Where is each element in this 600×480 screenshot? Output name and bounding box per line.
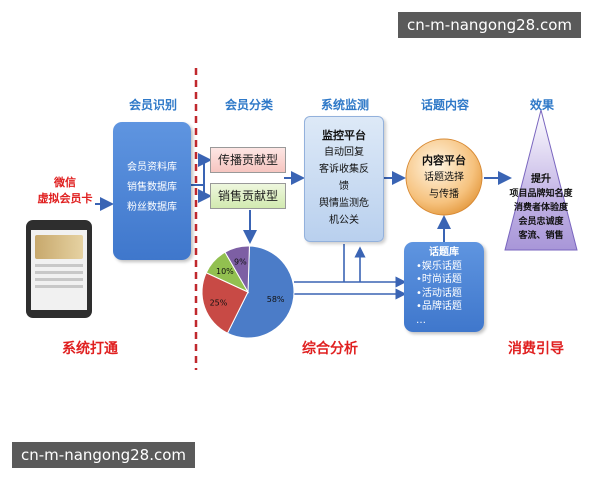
effect-line-4: 客流、销售 — [518, 231, 564, 241]
header-member-classify: 会员分类 — [224, 98, 273, 112]
screen-row — [35, 271, 83, 274]
content-platform-circle — [405, 138, 483, 216]
section-analysis: 综合分析 — [302, 341, 358, 357]
header-topic-content: 话题内容 — [420, 98, 469, 112]
content-platform-line-2: 与传播 — [429, 189, 459, 200]
sales-db: 销售数据库 — [127, 182, 177, 193]
content-platform-title: 内容平台 — [422, 154, 466, 167]
sales-contribution-tag: 销售贡献型 — [210, 183, 286, 209]
monitor-platform-box: 监控平台 自动回复 客诉收集反 馈 舆情监测危 机公关 — [304, 116, 384, 242]
content-platform: 内容平台 话题选择 与传播 — [406, 152, 482, 203]
member-profile-db: 会员资料库 — [127, 162, 177, 173]
effect-line-2: 消费者体验度 — [513, 203, 568, 213]
topic-library-box: 话题库 •娱乐话题 •时尚话题 •活动话题 •品牌话题 … — [404, 242, 484, 332]
effect-line-1: 项目品牌知名度 — [509, 189, 573, 199]
spread-contribution-tag: 传播贡献型 — [210, 147, 286, 173]
screen-row — [35, 264, 83, 267]
content-platform-line-1: 话题选择 — [424, 172, 464, 183]
screen-row — [35, 278, 83, 281]
member-database-box: 会员资料库 销售数据库 粉丝数据库 — [113, 122, 191, 260]
section-system-connect: 系统打通 — [62, 341, 118, 357]
section-consumer-guide: 消费引导 — [508, 341, 564, 357]
pie-slice — [224, 245, 250, 294]
header-member-identify: 会员识别 — [128, 98, 177, 112]
watermark-top: cn-m-nangong28.com — [398, 12, 582, 38]
topic-entertainment: •娱乐话题 — [416, 260, 462, 272]
wechat-card-label: 微信 虚拟会员卡 — [32, 175, 98, 207]
topic-activity: •活动话题 — [416, 287, 462, 299]
topic-library-title: 话题库 — [429, 247, 459, 258]
header-effect: 效果 — [529, 98, 554, 112]
monitor-line-5: 机公关 — [329, 215, 359, 226]
header-system-monitor: 系统监测 — [320, 98, 369, 112]
monitor-line-3: 馈 — [339, 181, 349, 192]
watermark-bottom: cn-m-nangong28.com — [12, 442, 196, 468]
monitor-line-2: 客诉收集反 — [319, 164, 369, 175]
phone-mockup — [26, 220, 92, 318]
pie-slice — [201, 272, 249, 334]
member-card-image — [35, 235, 83, 259]
pie-slice-label: 25% — [210, 298, 228, 307]
effect-triangle — [504, 109, 578, 251]
pie-slice-label: 9% — [234, 258, 247, 267]
phone-screen — [31, 230, 87, 310]
pie-chart: 58% 25% 10%9% — [201, 245, 295, 339]
screen-row — [35, 285, 83, 288]
topic-more: … — [416, 314, 426, 326]
effect-line-3: 会员忠诚度 — [518, 217, 564, 227]
topic-fashion: •时尚话题 — [416, 274, 462, 285]
pie-slice-label: 58% — [267, 295, 285, 304]
monitor-line-4: 舆情监测危 — [319, 198, 369, 209]
pie-slice — [226, 245, 295, 339]
topic-brand: •品牌话题 — [416, 301, 462, 312]
effect-text: 提升 项目品牌知名度 消费者体验度 会员忠诚度 客流、销售 — [502, 173, 580, 243]
fans-db: 粉丝数据库 — [127, 202, 177, 213]
label-wechat: 微信 — [54, 176, 76, 189]
pie-slice-label: 10% — [216, 267, 234, 276]
monitor-line-1: 自动回复 — [324, 147, 364, 158]
label-virtual-card: 虚拟会员卡 — [37, 192, 93, 205]
effect-title: 提升 — [531, 174, 551, 185]
monitor-title: 监控平台 — [322, 129, 366, 142]
